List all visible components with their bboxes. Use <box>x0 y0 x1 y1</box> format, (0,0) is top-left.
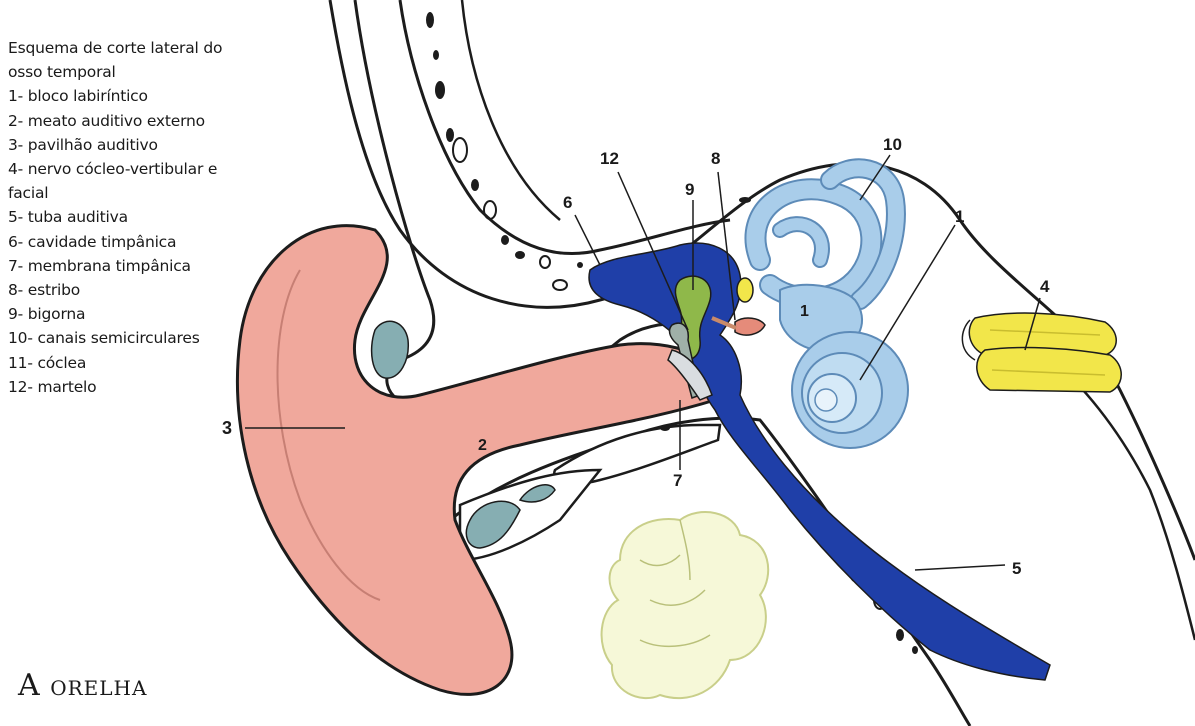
legend-item: 6- cavidade timpânica <box>8 230 308 254</box>
oval-window <box>737 278 753 302</box>
legend-item: 1- bloco labiríntico <box>8 84 308 108</box>
callout-1: 1 <box>800 303 809 320</box>
legend: Esquema de corte lateral do osso tempora… <box>8 36 308 399</box>
callout-3: 3 <box>222 418 232 438</box>
legend-item: 12- martelo <box>8 375 308 399</box>
legend-item: 9- bigorna <box>8 302 308 326</box>
title-initial: A <box>18 668 40 703</box>
legend-item: 4- nervo cócleo-vertibular e <box>8 157 308 181</box>
legend-item: 10- canais semicirculares <box>8 326 308 350</box>
legend-item: 3- pavilhão auditivo <box>8 133 308 157</box>
callout-1b: 1 <box>955 207 964 226</box>
legend-item: facial <box>8 181 308 205</box>
callout-2: 2 <box>478 437 487 454</box>
legend-heading-line1: Esquema de corte lateral do <box>8 36 308 60</box>
legend-item: 7- membrana timpânica <box>8 254 308 278</box>
stapes <box>735 318 765 335</box>
callout-10: 10 <box>883 135 902 154</box>
callout-4: 4 <box>1040 277 1050 296</box>
cartilage-upper <box>372 321 409 378</box>
callout-6: 6 <box>563 193 572 212</box>
cochleovestibular-nerve <box>962 313 1121 392</box>
diagram-title: A ORELHA <box>18 668 147 703</box>
temporal-bone-inner-line <box>400 0 730 254</box>
callout-12: 12 <box>600 149 619 168</box>
legend-item: 2- meato auditivo externo <box>8 109 308 133</box>
legend-heading-line2: osso temporal <box>8 60 308 84</box>
callout-5: 5 <box>1012 559 1021 578</box>
callout-8: 8 <box>711 149 720 168</box>
legend-item: 8- estribo <box>8 278 308 302</box>
cochlea <box>792 332 908 448</box>
callout-9: 9 <box>685 180 694 199</box>
legend-item: 5- tuba auditiva <box>8 205 308 229</box>
semicircular-canals <box>755 168 895 300</box>
callout-7: 7 <box>673 471 682 490</box>
title-rest: ORELHA <box>50 676 147 700</box>
legend-item: 11- cóclea <box>8 351 308 375</box>
posterior-skull-line <box>1040 350 1195 640</box>
